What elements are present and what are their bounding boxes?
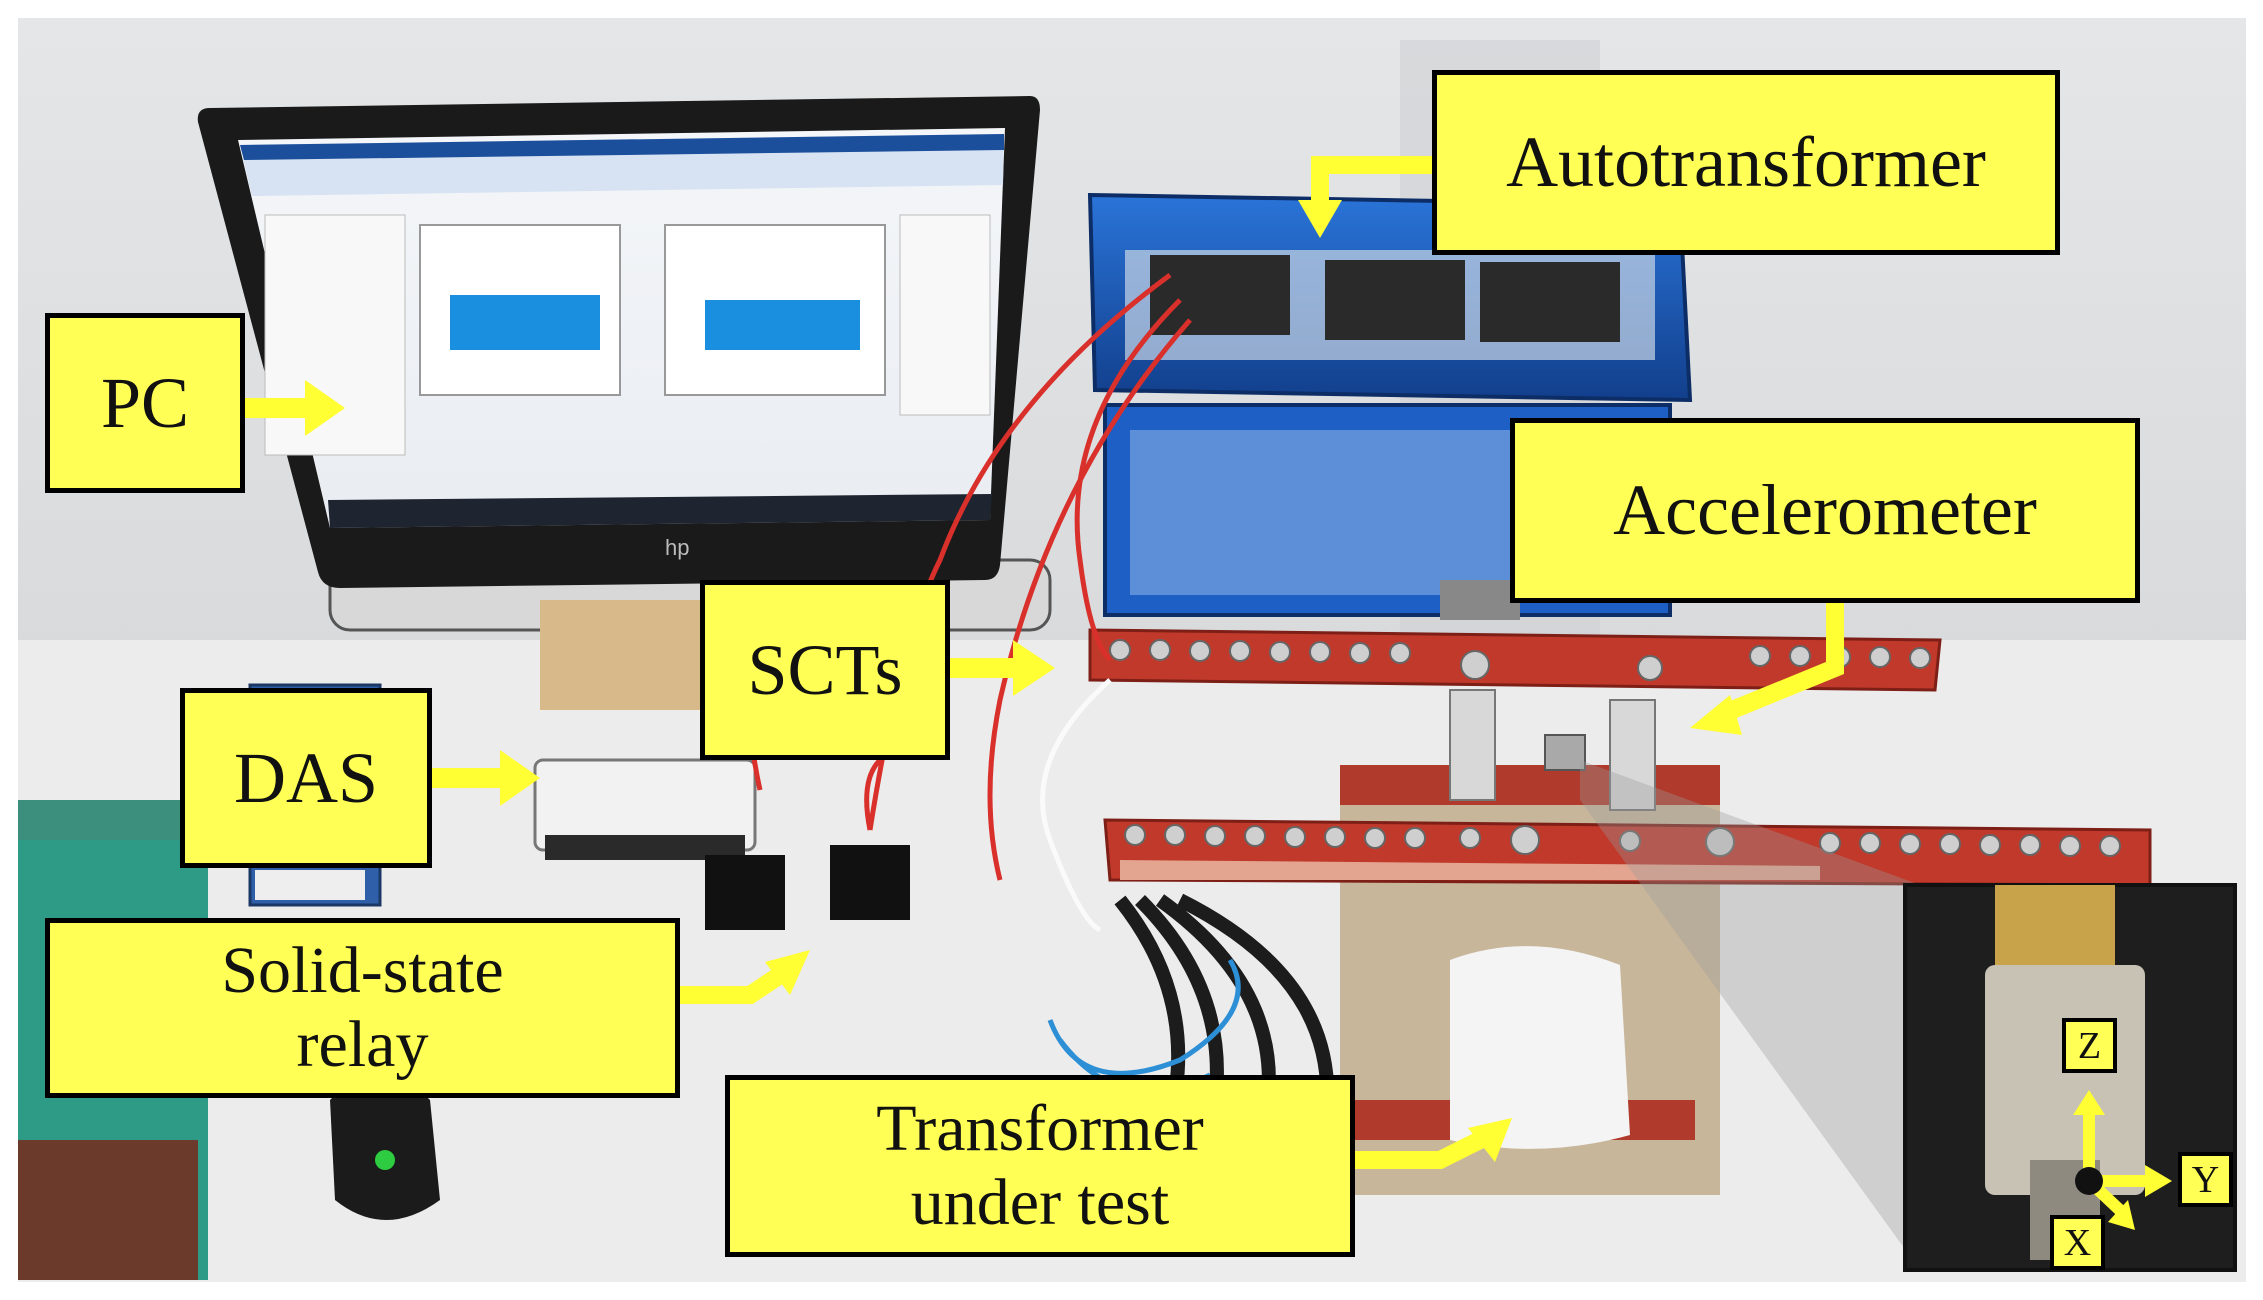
z-axis-arrow [2073, 1090, 2105, 1180]
pc-label-text: PC [100, 362, 190, 443]
accelerometer-support-2 [1609, 699, 1656, 811]
y-axis-label: Y [2178, 1152, 2233, 1207]
transformer-label-line2: under test [910, 1166, 1170, 1239]
scts-arrow [950, 640, 1055, 696]
relay-label-line2: relay [296, 1008, 429, 1081]
wires-white [1040, 678, 1112, 933]
accelerometer-arrow [1690, 598, 1844, 735]
scts-label-text: SCTs [747, 629, 903, 710]
transformer-under-test-label: Transformer under test [725, 1075, 1355, 1257]
relay-arrow [680, 950, 810, 1004]
relay-label-line1: Solid-state [221, 934, 504, 1008]
pc-monitor: hp [197, 96, 1040, 588]
bus-bar-bottom [1103, 818, 2152, 887]
relay-2 [830, 845, 910, 920]
das-label-text: DAS [233, 737, 379, 818]
y-axis-text: Y [2191, 1158, 2220, 1201]
accelerometer-sensor [1544, 734, 1586, 771]
autotransformer-label-text: Autotransformer [1506, 122, 1986, 203]
accelerometer-support [1449, 689, 1496, 801]
brown-plate [18, 1140, 198, 1280]
bus-bar-top [1088, 628, 1942, 692]
x-axis-text: X [2063, 1221, 2092, 1264]
terminal-block-2 [1325, 260, 1465, 340]
accelerometer-inset [1903, 883, 2237, 1272]
monitor-taskbar [328, 494, 992, 528]
pc-label: PC [45, 313, 245, 493]
transformer-arrow [1355, 1118, 1512, 1169]
axis-origin [2075, 1167, 2103, 1195]
svg-text:hp: hp [665, 535, 689, 560]
x-axis-label: X [2050, 1215, 2105, 1270]
relay-1 [705, 855, 785, 930]
terminal-block-1 [1150, 255, 1290, 335]
autotransformer-arrow [1298, 156, 1432, 238]
das-label: DAS [180, 688, 432, 868]
terminal-block-3 [1480, 262, 1620, 342]
z-axis-label: Z [2062, 1018, 2117, 1073]
das-arrow [432, 750, 540, 806]
signal-trace-2 [705, 300, 860, 350]
y-axis-arrow [2090, 1165, 2172, 1197]
scts-label: SCTs [700, 580, 950, 760]
z-axis-text: Z [2077, 1024, 2102, 1067]
accelerometer-label-text: Accelerometer [1613, 470, 2037, 551]
solid-state-relay-label: Solid-state relay [45, 918, 680, 1098]
autotransformer-label: Autotransformer [1432, 70, 2060, 255]
transformer-label-line1: Transformer [876, 1092, 1204, 1166]
accelerometer-label: Accelerometer [1510, 418, 2140, 603]
signal-trace-1 [450, 295, 600, 350]
pc-arrow [245, 380, 345, 436]
computer-mouse [330, 1075, 440, 1220]
zoom-projection [1580, 760, 1920, 1270]
wooden-block [540, 600, 710, 710]
